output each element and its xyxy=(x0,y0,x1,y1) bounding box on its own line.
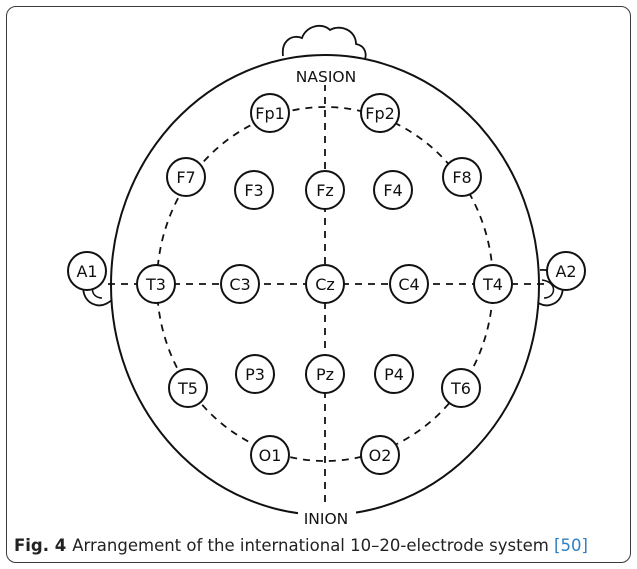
electrode: A1 xyxy=(67,251,107,291)
electrode: T6 xyxy=(441,368,481,408)
electrode: T3 xyxy=(136,264,176,304)
electrode: F4 xyxy=(373,170,413,210)
electrode-label: Cz xyxy=(315,275,335,294)
electrode: F8 xyxy=(442,157,482,197)
electrode-label: O1 xyxy=(259,446,282,465)
figure-caption: Fig. 4 Arrangement of the international 1… xyxy=(14,536,626,555)
electrode-label: T3 xyxy=(145,275,166,294)
electrode: O1 xyxy=(250,435,290,475)
electrode-label: Fp2 xyxy=(365,104,395,123)
electrode-label: F7 xyxy=(176,168,195,187)
electrode: F7 xyxy=(166,157,206,197)
right-ear-inner xyxy=(541,279,555,299)
electrode-label: T4 xyxy=(482,275,503,294)
electrode-label: F8 xyxy=(452,168,471,187)
electrode: O2 xyxy=(360,435,400,475)
electrode: Pz xyxy=(305,354,345,394)
inion-label: INION xyxy=(304,510,349,528)
nose-outline xyxy=(281,24,367,63)
electrode: P4 xyxy=(374,354,414,394)
electrode: Fz xyxy=(305,170,345,210)
electrode: P3 xyxy=(235,354,275,394)
electrode: C3 xyxy=(220,264,260,304)
electrode: F3 xyxy=(234,170,274,210)
electrode: A2 xyxy=(546,251,586,291)
electrode-label: Pz xyxy=(316,365,334,384)
electrode-label: A1 xyxy=(76,262,97,281)
inion-label-bg xyxy=(298,508,356,528)
electrode-label: T6 xyxy=(450,379,471,398)
electrode-label: C3 xyxy=(229,275,250,294)
electrode: Cz xyxy=(305,264,345,304)
electrode-label: A2 xyxy=(555,262,576,281)
caption-figure-label: Fig. 4 xyxy=(14,536,67,555)
electrode: T5 xyxy=(168,368,208,408)
electrode-label: Fz xyxy=(316,181,334,200)
electrode: T4 xyxy=(473,264,513,304)
electrode-label: F3 xyxy=(244,181,263,200)
electrode-label: O2 xyxy=(369,446,392,465)
electrode-label: F4 xyxy=(383,181,402,200)
electrode-label: P3 xyxy=(245,365,265,384)
electrode: Fp2 xyxy=(360,93,400,133)
nasion-label-bg xyxy=(289,65,363,85)
electrode-label: T5 xyxy=(177,379,198,398)
caption-text: Arrangement of the international 10–20-e… xyxy=(72,536,549,555)
electrode: C4 xyxy=(389,264,429,304)
electrode-label: Fp1 xyxy=(255,104,285,123)
caption-reference-link[interactable]: [50] xyxy=(554,536,588,555)
electrode: Fp1 xyxy=(250,93,290,133)
electrode-label: C4 xyxy=(398,275,419,294)
nasion-label: NASION xyxy=(296,68,356,86)
electrode-label: P4 xyxy=(384,365,404,384)
